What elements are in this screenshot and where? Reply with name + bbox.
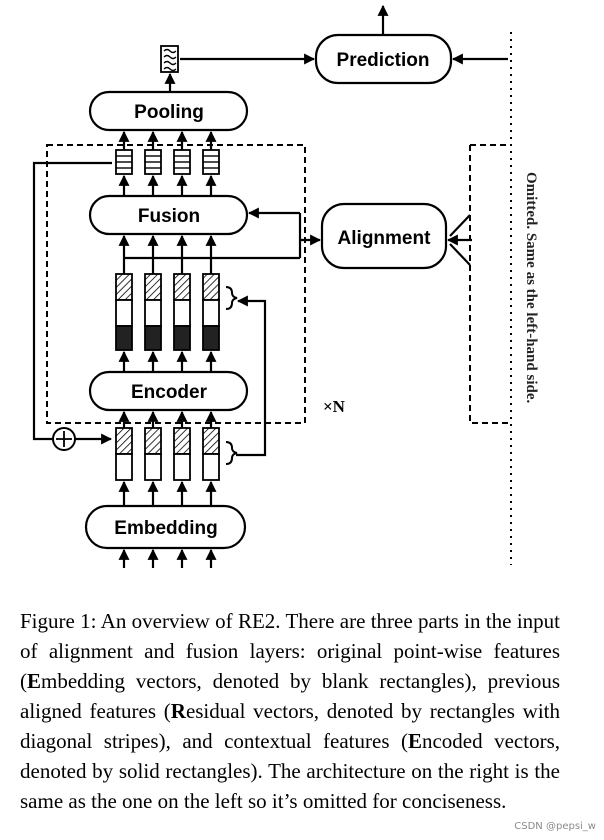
embedding-part-3 (173, 299, 191, 327)
omitted-block-bracket (469, 144, 510, 424)
input-residual-part-1 (115, 427, 133, 455)
input-embedding-part-2 (144, 453, 162, 481)
repeat-count-label: ×N (323, 397, 346, 416)
input-brace (225, 441, 238, 465)
alignment-box (320, 202, 448, 270)
figure-caption: Figure 1: An overview of RE2. There are … (20, 609, 560, 813)
encoded-part-2 (144, 325, 162, 351)
residual-loop-path (32, 161, 112, 441)
alignment-label: Alignment (338, 228, 432, 249)
omitted-side-note: Omitted. Same as the left-hand side. (523, 172, 539, 403)
residual-part-4 (202, 273, 220, 301)
embedding-part-1 (115, 299, 133, 327)
encoder-label: Encoder (131, 382, 208, 403)
fusion-label: Fusion (138, 206, 200, 227)
fusion-box (88, 194, 249, 236)
residual-part-3 (173, 273, 191, 301)
input-embedding-part-4 (202, 453, 220, 481)
stacked-vectors (115, 234, 238, 372)
right-bracket-upper-path (449, 214, 471, 237)
fused-vectors (115, 130, 220, 196)
encoded-part-4 (202, 325, 220, 351)
encoded-part-1 (115, 325, 133, 351)
repeat-block-border (46, 144, 306, 424)
residual-part-2 (144, 273, 162, 301)
pooling-label: Pooling (134, 102, 204, 123)
input-residual-part-4 (202, 427, 220, 455)
encoded-part-3 (173, 325, 191, 351)
residual-part-1 (115, 273, 133, 301)
input-vectors (115, 410, 238, 568)
input-embedding-part-1 (115, 453, 133, 481)
re2-architecture-diagram: Prediction Pooling Fusion Alignment Enco… (32, 4, 539, 568)
right-bracket-lower-path (449, 243, 471, 266)
pooling-box (88, 90, 249, 132)
embedding-part-2 (144, 299, 162, 327)
watermark: CSDN @pepsi_w (514, 821, 596, 832)
input-residual-part-3 (173, 427, 191, 455)
embedding-label: Embedding (114, 518, 217, 539)
encoder-box (88, 370, 249, 412)
embedding-box (84, 504, 247, 550)
input-to-stack-path (236, 295, 267, 457)
prediction-label: Prediction (337, 50, 430, 71)
stack-brace (225, 286, 238, 310)
embedding-part-4 (202, 299, 220, 327)
input-embedding-part-3 (173, 453, 191, 481)
input-residual-part-2 (144, 427, 162, 455)
